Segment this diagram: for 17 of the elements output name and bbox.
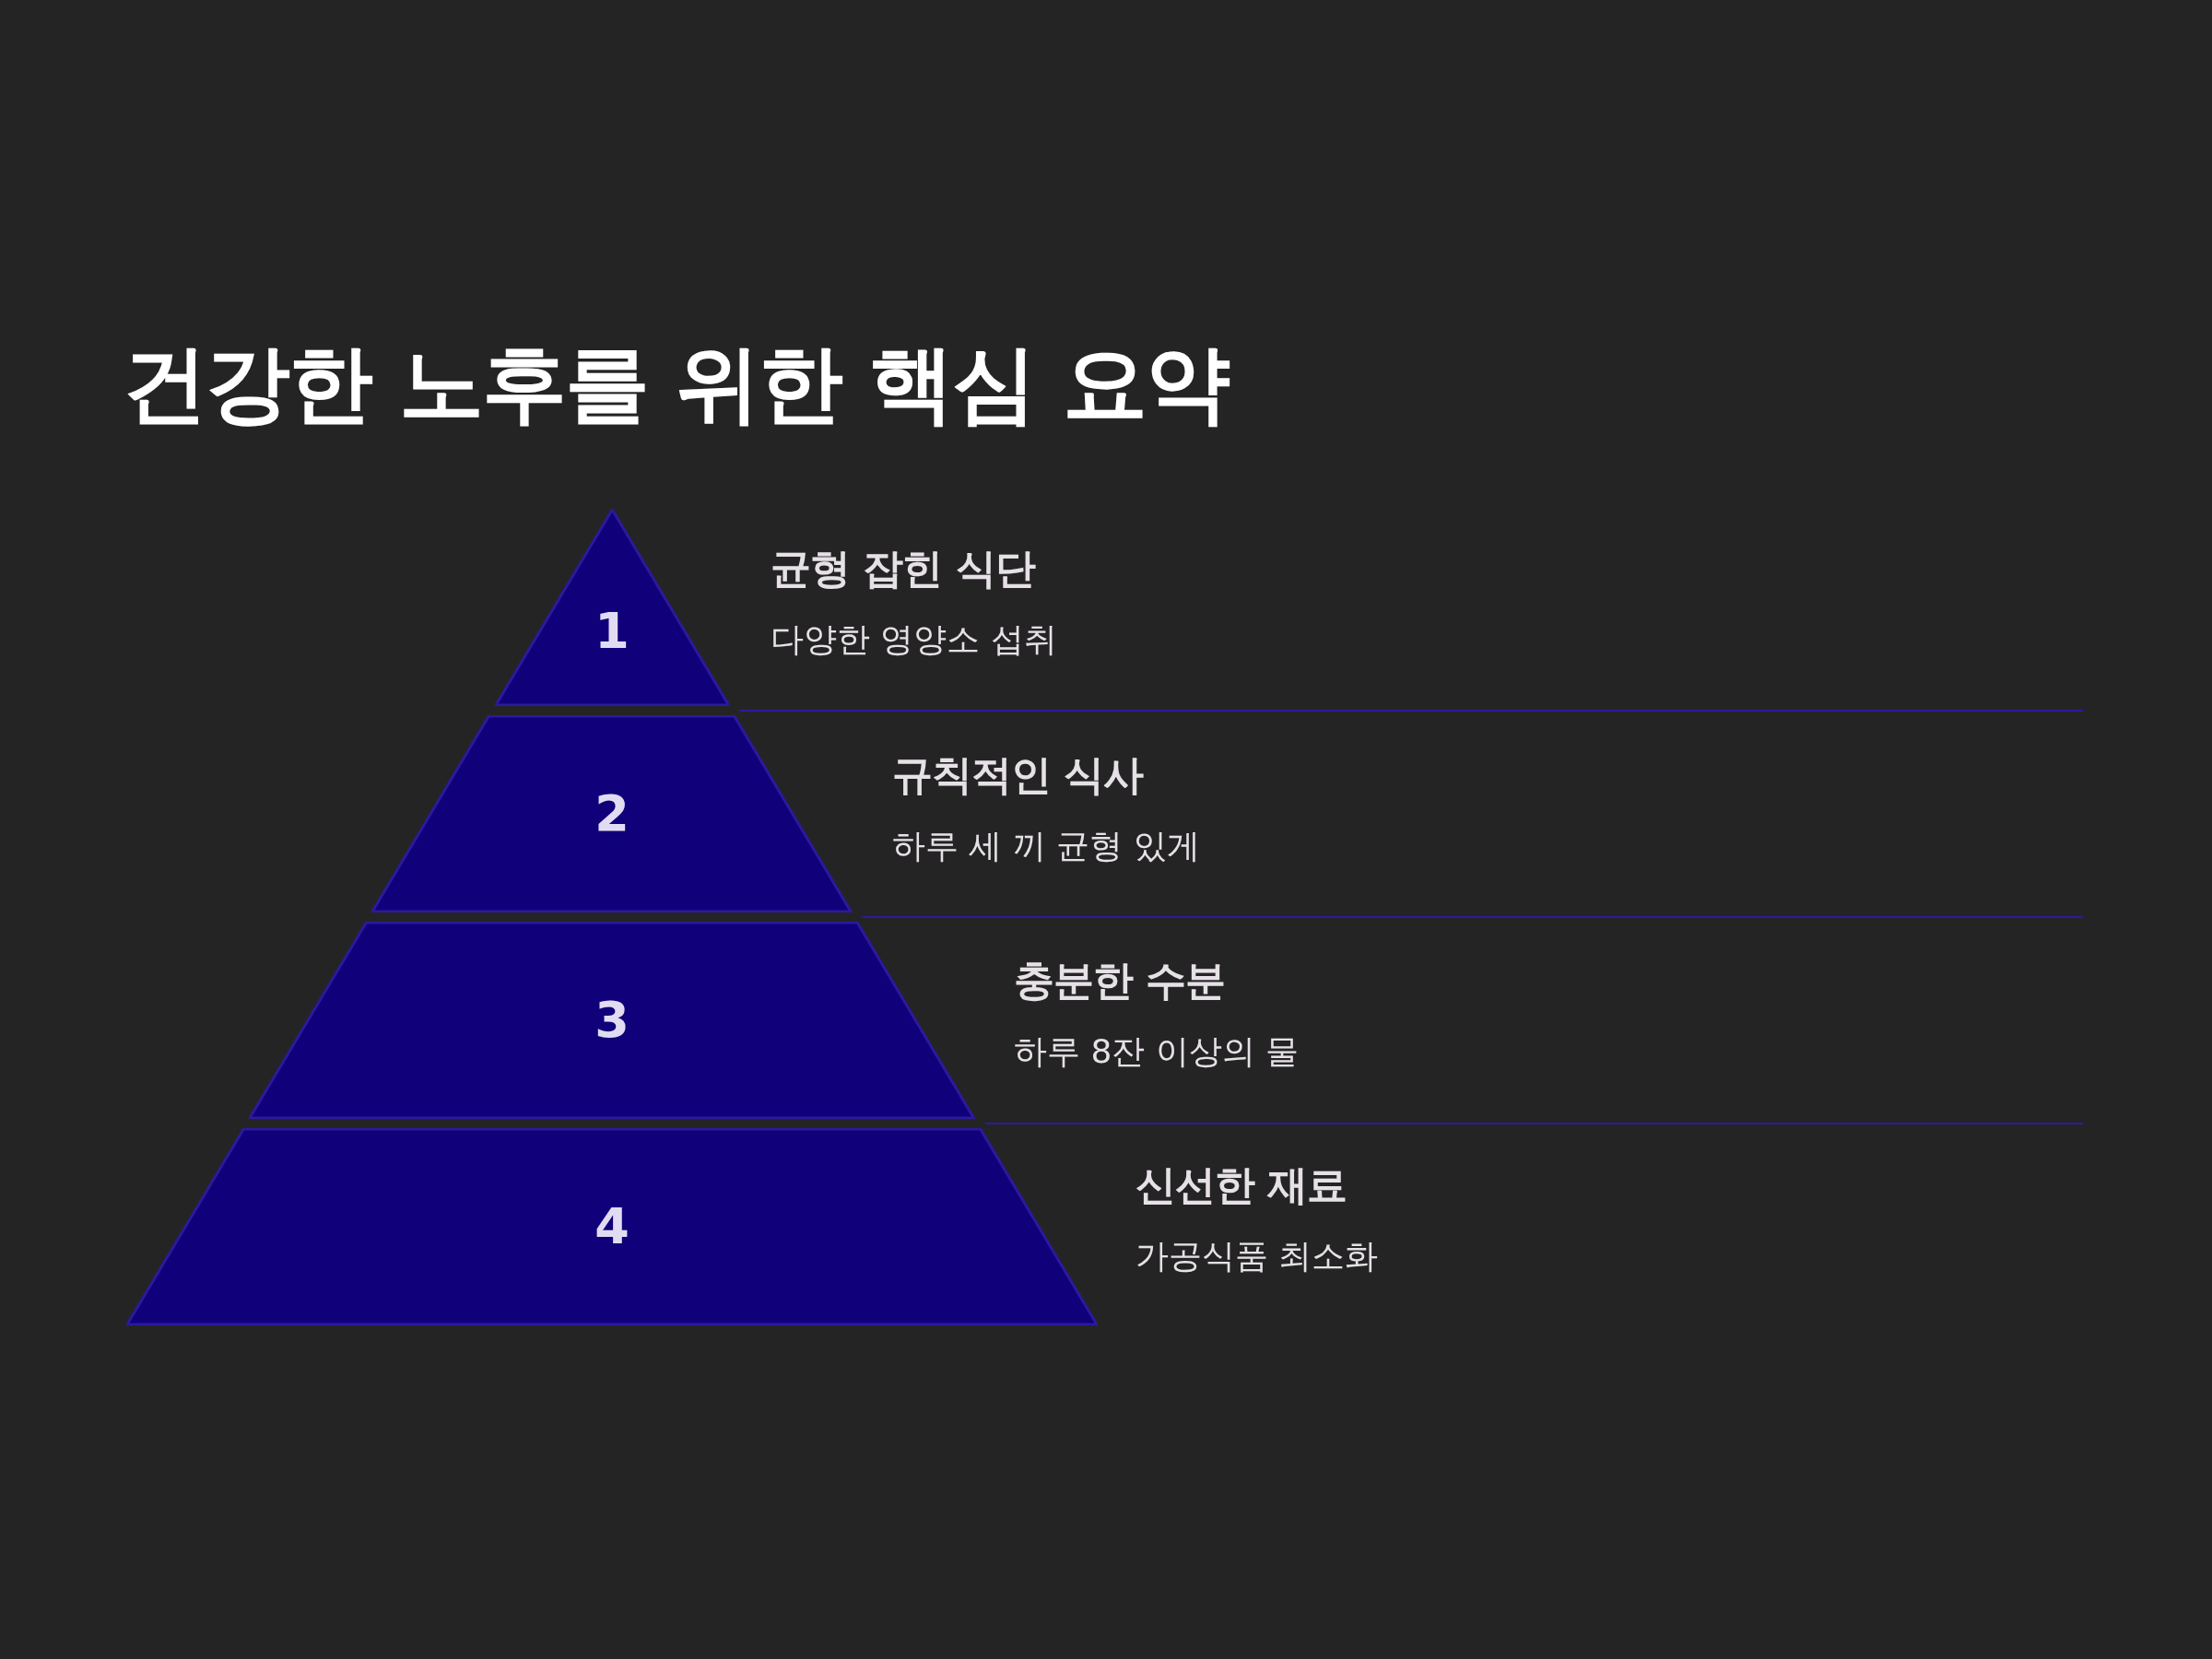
page-title: 건강한 노후를 위한 핵심 요약: [123, 334, 1230, 435]
tier-heading: 규칙적인 식사: [892, 750, 1144, 800]
pyramid-tier: [371, 715, 853, 912]
tier-number: 1: [594, 606, 629, 656]
tier-heading: 신선한 재료: [1135, 1160, 1347, 1210]
tier-heading: 균형 잡힌 식단: [771, 544, 1035, 594]
pyramid-tier: [126, 1128, 1098, 1325]
tier-heading: 충분한 수분: [1014, 956, 1226, 1006]
tier-number: 3: [594, 995, 629, 1045]
pyramid-tier: [249, 922, 975, 1119]
tier-description: 하루 8잔 이상의 물: [1014, 1031, 1300, 1072]
pyramid-top-triangle: [494, 509, 730, 706]
tier-number: 2: [594, 789, 629, 839]
tier-description: 다양한 영양소 섭취: [771, 619, 1057, 660]
tier-number: 4: [594, 1202, 629, 1252]
tier-description: 하루 세 끼 균형 있게: [892, 826, 1200, 866]
tier-description: 가공식품 최소화: [1135, 1236, 1379, 1277]
